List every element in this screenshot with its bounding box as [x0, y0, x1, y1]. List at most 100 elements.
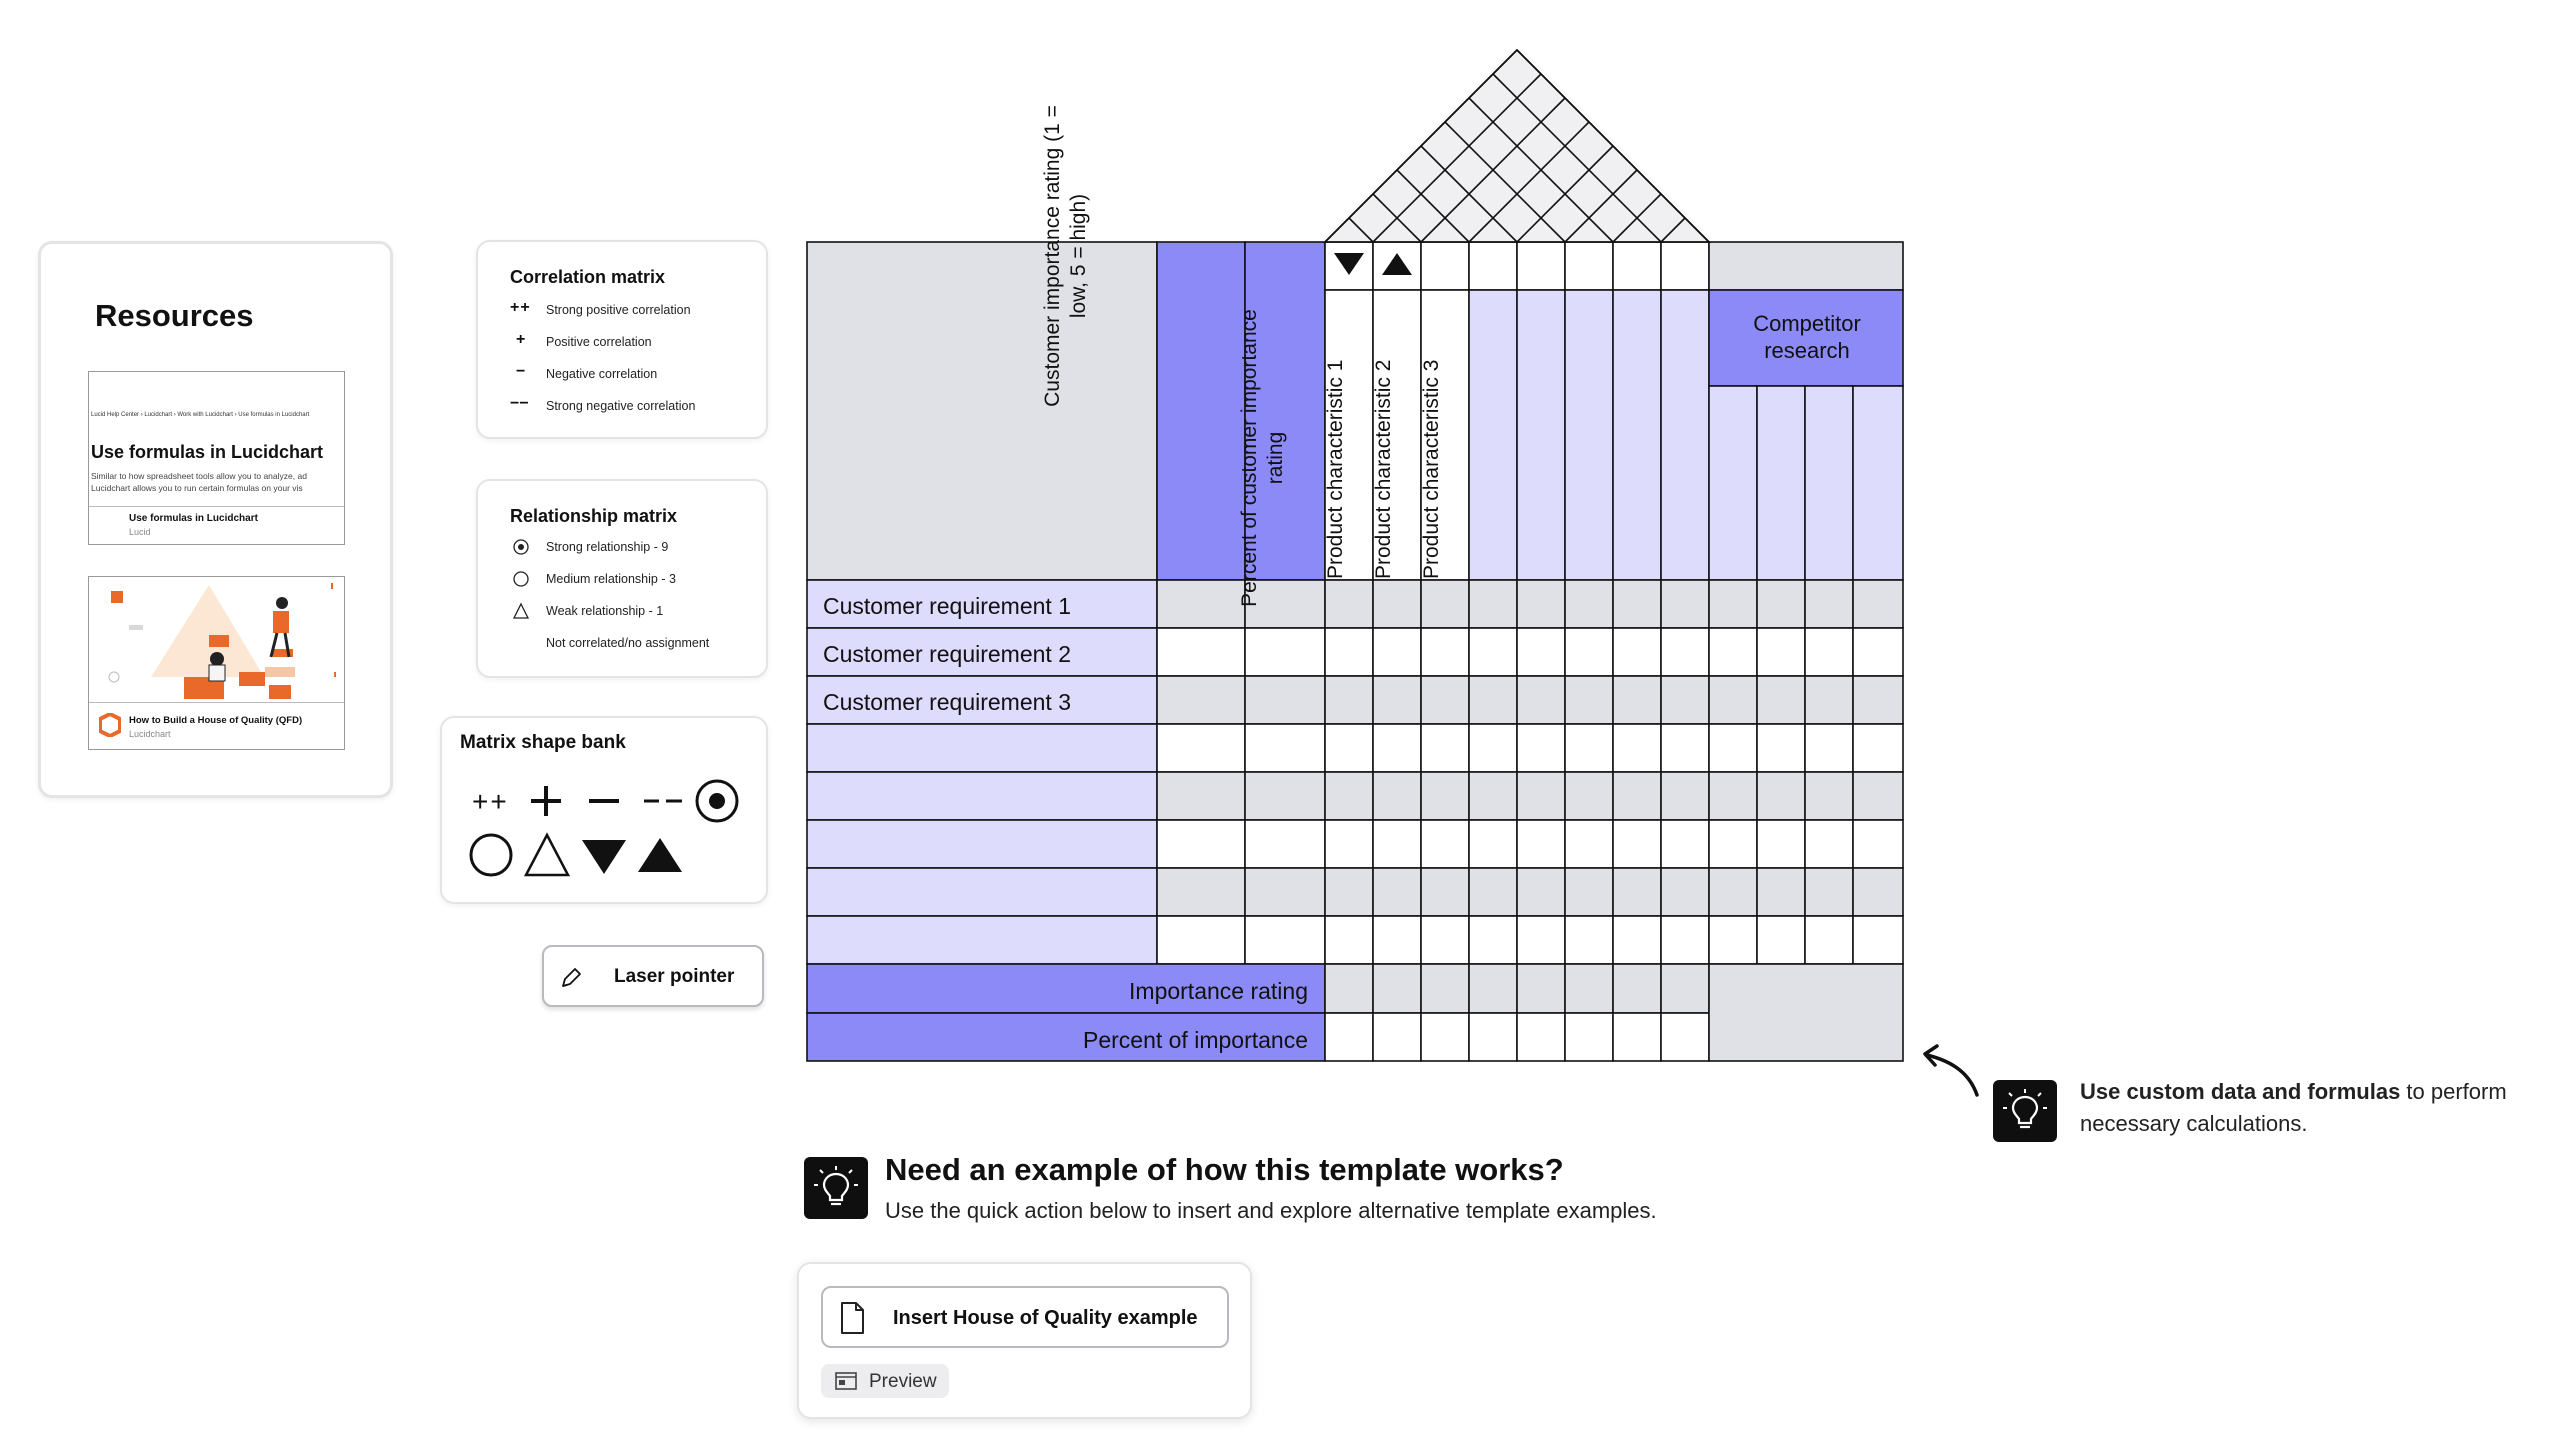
competitor-value-cell — [1852, 867, 1904, 917]
medium-relationship-icon — [513, 571, 529, 587]
competitor-value-cell — [1852, 819, 1904, 869]
resource-heading: Use formulas in Lucidchart — [91, 442, 324, 462]
shape-strong-negative[interactable] — [642, 783, 684, 819]
strong-relationship-label: Strong relationship - 9 — [546, 540, 669, 554]
resource-card-formulas[interactable]: Lucid Help Center › Lucidchart › Work wi… — [88, 371, 345, 545]
competitor-value-cell — [1852, 771, 1904, 821]
relationship-cell — [1420, 915, 1470, 965]
example-subtitle: Use the quick action below to insert and… — [885, 1198, 1657, 1223]
preview-button[interactable]: Preview — [821, 1364, 949, 1398]
roof-line — [1420, 145, 1518, 243]
illustration-image — [89, 577, 344, 702]
preview-icon — [835, 1372, 857, 1390]
percent-of-importance-cell — [806, 1012, 1326, 1062]
direction-cell — [1468, 241, 1518, 291]
competitor-value-cell — [1756, 723, 1806, 773]
relationship-cell — [1420, 579, 1470, 629]
roof-line — [1468, 97, 1614, 243]
insert-example-button[interactable]: Insert House of Quality example — [821, 1286, 1229, 1348]
importance-rating-label: Importance rating — [1129, 978, 1308, 1004]
resource-divider — [89, 702, 344, 703]
strong-positive-symbol: ++ — [510, 299, 531, 316]
relationship-cell — [1660, 675, 1710, 725]
competitor-value-cell — [1804, 723, 1854, 773]
competitor-value-cell — [1804, 627, 1854, 677]
roof-line — [1444, 121, 1566, 243]
resource-card-hoq[interactable]: How to Build a House of Quality (QFD) Lu… — [88, 576, 345, 750]
relationship-cell — [1468, 723, 1518, 773]
competitor-value-cell — [1708, 915, 1758, 965]
relationship-cell — [1612, 723, 1662, 773]
relationship-cell — [1564, 675, 1614, 725]
percent-importance-value-cell — [1420, 1012, 1470, 1062]
relationship-cell — [1420, 819, 1470, 869]
correlation-legend: Correlation matrix ++ Strong positive co… — [476, 240, 768, 439]
percent-value-cell — [1244, 675, 1326, 725]
competitor-research-cell — [1708, 289, 1904, 387]
competitor-sub-header-cell — [1852, 385, 1904, 581]
shape-strong-relationship[interactable] — [694, 778, 740, 824]
competitor-value-cell — [1804, 915, 1854, 965]
percent-value-cell — [1244, 867, 1326, 917]
competitor-value-cell — [1756, 867, 1806, 917]
importance-value-cell — [1156, 819, 1246, 869]
shape-negative[interactable] — [586, 783, 622, 819]
importance-rating-value-cell — [1564, 963, 1614, 1014]
no-assignment-label: Not correlated/no assignment — [546, 636, 710, 650]
requirement-cell — [806, 771, 1158, 821]
relationship-cell — [1564, 579, 1614, 629]
shape-weak-relationship[interactable] — [524, 832, 570, 878]
resource-body: Similar to how spreadsheet tools allow y… — [91, 471, 307, 493]
strong-negative-label: Strong negative correlation — [546, 399, 696, 413]
resource-breadcrumb: Lucid Help Center › Lucidchart › Work wi… — [91, 412, 310, 418]
product-characteristic-header-cell — [1612, 289, 1662, 581]
laser-pointer-button[interactable]: Laser pointer — [542, 945, 764, 1007]
relationship-cell — [1468, 579, 1518, 629]
pencil-icon — [562, 968, 581, 987]
relationship-cell — [1420, 771, 1470, 821]
direction-cell — [1612, 241, 1662, 291]
shape-down-triangle[interactable] — [580, 836, 628, 876]
resource-link-title: How to Build a House of Quality (QFD) — [129, 715, 303, 726]
roof-line — [1396, 169, 1470, 243]
competitor-sub-header-cell — [1804, 385, 1854, 581]
laser-pointer-label: Laser pointer — [614, 966, 735, 987]
relationship-cell — [1516, 675, 1566, 725]
example-title: Need an example of how this template wor… — [885, 1152, 1564, 1187]
positive-symbol: + — [516, 331, 526, 348]
importance-value-cell — [1156, 675, 1246, 725]
customer-requirement-3: Customer requirement 3 — [823, 689, 1071, 715]
product-characteristic-header-cell — [1564, 289, 1614, 581]
relationship-cell — [1612, 915, 1662, 965]
resource-link-source: Lucidchart — [129, 729, 171, 739]
example-lightbulb-icon — [804, 1157, 868, 1219]
relationship-legend: Relationship matrix Strong relationship … — [476, 479, 768, 678]
competitor-value-cell — [1708, 579, 1758, 629]
relationship-cell — [1660, 819, 1710, 869]
relationship-cell — [1612, 579, 1662, 629]
competitor-sub-header-cell — [1756, 385, 1806, 581]
relationship-cell — [1660, 771, 1710, 821]
relationship-legend-title: Relationship matrix — [510, 506, 678, 526]
shape-strong-positive[interactable]: ++ — [472, 786, 509, 817]
product-characteristic-header-cell — [1516, 289, 1566, 581]
competitor-value-cell — [1756, 771, 1806, 821]
relationship-cell — [1612, 771, 1662, 821]
percent-value-cell — [1244, 819, 1326, 869]
curved-arrow-icon — [1923, 1044, 1979, 1097]
percent-value-cell — [1244, 723, 1326, 773]
relationship-cell — [1516, 771, 1566, 821]
importance-rating-value-cell — [1660, 963, 1710, 1014]
shape-medium-relationship[interactable] — [468, 832, 514, 878]
shape-up-triangle[interactable] — [636, 836, 684, 876]
relationship-cell — [1564, 915, 1614, 965]
lucid-logo-icon — [99, 713, 121, 737]
product-characteristic-header-cell — [1420, 289, 1470, 581]
roof-line — [1372, 193, 1422, 243]
relationship-cell — [1660, 579, 1710, 629]
competitor-value-cell — [1804, 819, 1854, 869]
shape-positive[interactable] — [528, 783, 564, 819]
customer-importance-header: Customer importance rating (1 = low, 5 =… — [1041, 105, 1090, 407]
importance-rating-value-cell — [1612, 963, 1662, 1014]
